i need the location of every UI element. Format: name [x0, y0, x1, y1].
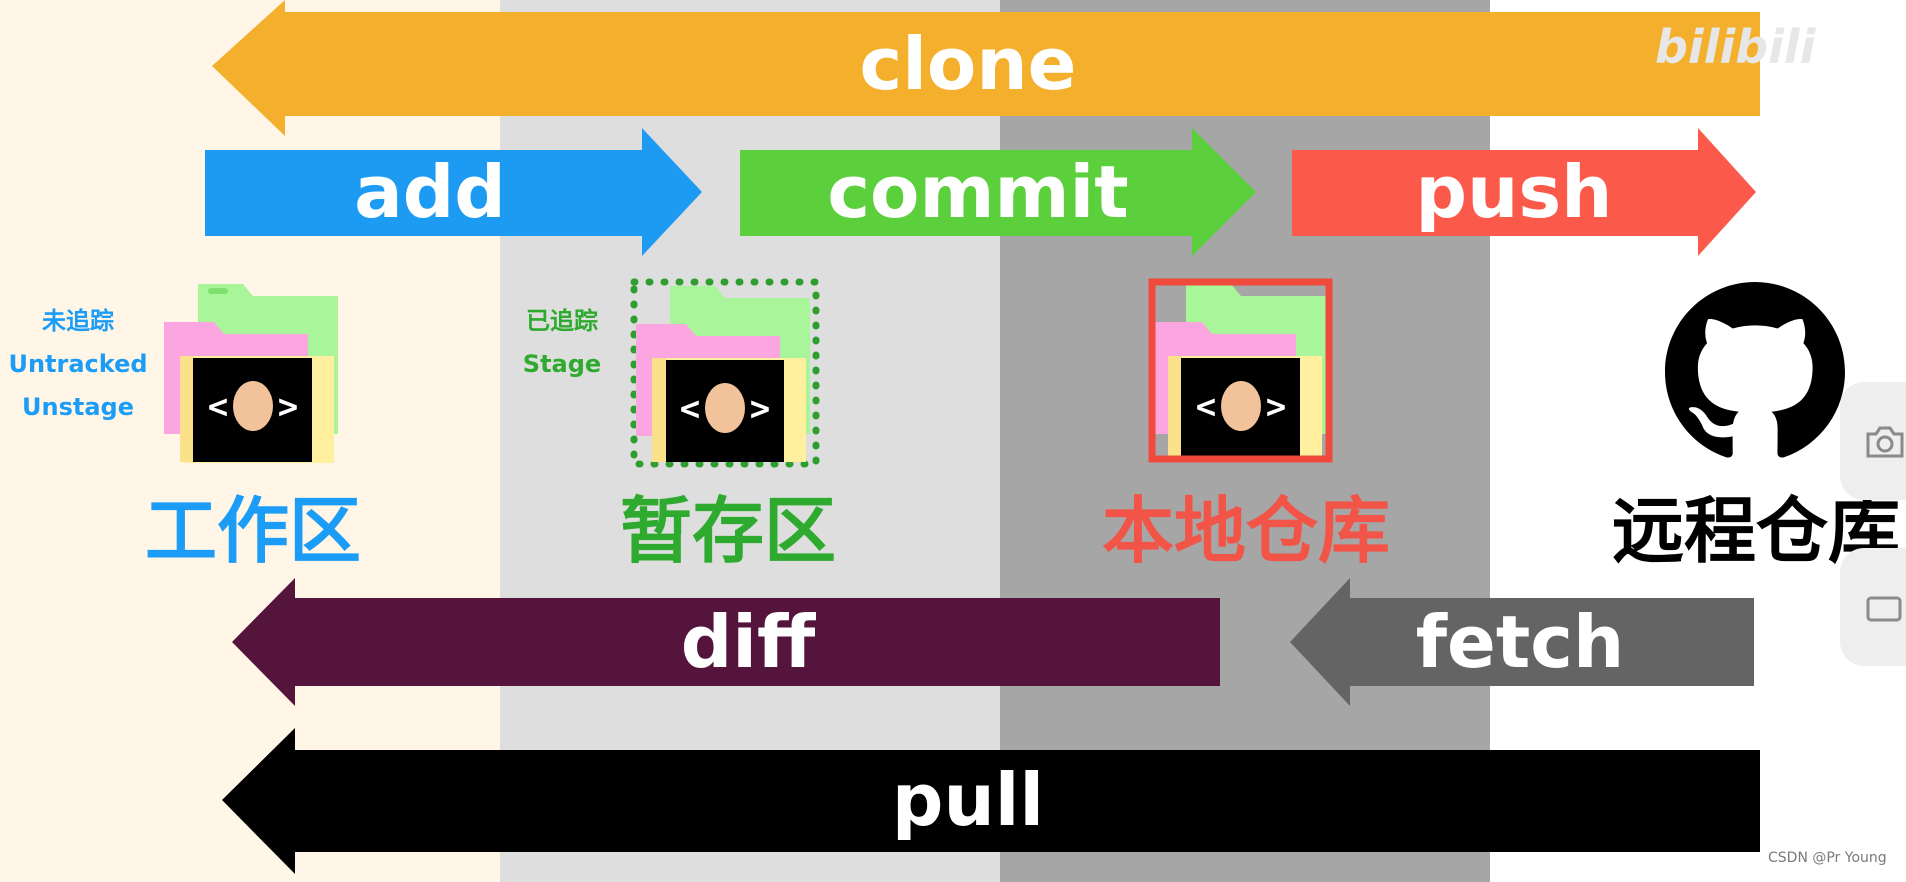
pull-arrow-label: pull	[892, 758, 1044, 842]
camera-icon	[1866, 426, 1904, 458]
add-arrow: add	[205, 128, 702, 256]
commit-arrow-label: commit	[827, 150, 1128, 234]
add-arrow-shape	[205, 128, 702, 256]
untracked-labels: 未追踪 Untracked Unstage	[4, 300, 152, 429]
working-directory-title: 工作区	[145, 489, 362, 573]
commit-arrow-shape	[740, 128, 1256, 256]
record-button[interactable]	[1840, 548, 1906, 666]
push-arrow: push	[1292, 128, 1756, 256]
diff-arrow-label: diff	[681, 600, 816, 684]
untracked-label: Untracked	[8, 350, 148, 378]
stage-labels: 已追踪 Stage	[508, 300, 616, 386]
push-arrow-shape	[1292, 128, 1756, 256]
fetch-arrow-shape	[1290, 578, 1754, 706]
clone-arrow-shape	[212, 0, 1760, 136]
fetch-arrow-label: fetch	[1416, 600, 1625, 684]
screenshot-button[interactable]	[1840, 382, 1906, 500]
tracked-cn-label: 已追踪	[526, 307, 598, 335]
add-arrow-label: add	[354, 150, 506, 234]
svg-text:>: >	[750, 389, 770, 429]
code-folder-icon: < >	[164, 284, 338, 463]
video-icon	[1866, 596, 1902, 622]
csdn-credit: CSDN @Pr Young	[1768, 850, 1887, 866]
diff-arrow: diff	[232, 578, 1220, 706]
staging-area-title: 暂存区	[620, 489, 837, 573]
svg-text:<: <	[208, 387, 228, 427]
unstage-label: Unstage	[22, 393, 134, 421]
staged-folder-icon: < >	[630, 278, 820, 468]
untracked-cn-label: 未追踪	[42, 307, 114, 335]
push-arrow-label: push	[1416, 150, 1613, 234]
svg-text:>: >	[1266, 387, 1286, 427]
local-repository-title: 本地仓库	[1102, 489, 1391, 573]
pull-arrow: pull	[222, 728, 1760, 874]
commit-arrow: commit	[740, 128, 1256, 256]
stage-label: Stage	[522, 350, 602, 378]
pull-arrow-shape	[222, 728, 1760, 874]
github-icon	[1665, 282, 1845, 458]
diff-arrow-shape	[232, 578, 1220, 706]
fetch-arrow: fetch	[1290, 578, 1754, 706]
bilibili-logo: bilibili	[1655, 20, 1816, 74]
clone-arrow-label: clone	[860, 22, 1077, 106]
clone-arrow: clone	[212, 0, 1760, 136]
svg-text:>: >	[278, 387, 298, 427]
svg-text:<: <	[680, 389, 700, 429]
svg-text:<: <	[1196, 387, 1216, 427]
local-repo-folder-icon: < >	[1148, 278, 1333, 463]
